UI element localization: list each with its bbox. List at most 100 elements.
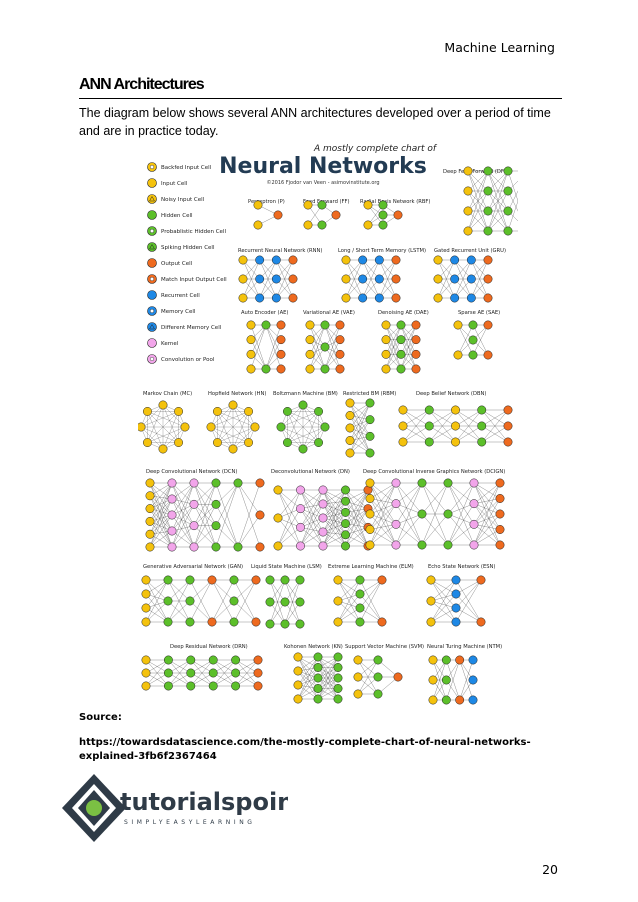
network-node	[288, 293, 298, 303]
network-node	[476, 575, 486, 585]
network-node	[355, 575, 365, 585]
network-diagram: Generative Adversarial Network (GAN)	[141, 564, 261, 627]
network-node	[341, 541, 350, 551]
network-node	[318, 499, 328, 509]
network-node	[141, 589, 151, 599]
network-node	[495, 494, 505, 503]
legend-label: Noisy Input Cell	[161, 197, 205, 203]
network-label: Gated Recurrent Unit (GRU)	[434, 248, 506, 254]
network-node	[468, 335, 478, 345]
network-node	[305, 349, 315, 359]
network-node	[244, 406, 254, 416]
legend-item: Match Input Output Cell	[147, 274, 227, 284]
network-node	[163, 596, 173, 606]
network-node	[255, 478, 265, 488]
svg-text:SIMPLYEASYLEARNING: SIMPLYEASYLEARNING	[124, 819, 256, 826]
network-label: Deep Residual Network (DRN)	[170, 644, 248, 650]
network-node	[365, 478, 375, 488]
network-node	[296, 541, 305, 551]
network-node	[313, 694, 323, 704]
network-node	[185, 617, 195, 627]
network-label: Deep Feed Forward (DFF)	[443, 169, 509, 175]
network-node	[428, 655, 438, 665]
network-node	[317, 220, 327, 230]
network-node	[396, 349, 406, 359]
network-node	[426, 617, 436, 627]
network-node	[483, 186, 493, 196]
legend-label: Spiking Hidden Cell	[161, 245, 215, 251]
network-node	[468, 675, 478, 685]
network-diagram: Deep Convolutional Network (DCN)	[145, 469, 265, 552]
network-node	[293, 652, 303, 662]
network-node	[355, 603, 365, 613]
legend-label: Probablistic Hidden Cell	[161, 229, 226, 235]
legend-label: Memory Cell	[161, 309, 196, 315]
network-node	[163, 668, 173, 678]
network-node	[253, 200, 263, 210]
network-node	[295, 575, 305, 585]
network-node	[163, 681, 173, 691]
network-node	[273, 513, 283, 523]
page-number: 20	[542, 862, 558, 877]
network-node	[261, 320, 271, 330]
network-node	[468, 695, 478, 705]
network-diagram: Deep Feed Forward (DFF)	[443, 166, 518, 236]
network-node	[426, 596, 436, 606]
network-node	[253, 668, 263, 678]
network-node	[298, 444, 308, 454]
network-node	[503, 206, 513, 216]
network-node	[469, 540, 479, 550]
network-node	[373, 672, 383, 682]
network-node	[411, 364, 421, 374]
network-node	[428, 675, 438, 685]
network-node	[411, 320, 421, 330]
network-node	[231, 681, 241, 691]
network-label: Recurrent Neural Network (RNN)	[238, 248, 322, 254]
network-node	[381, 335, 391, 345]
network-node	[495, 478, 505, 488]
legend-item: Convolution or Pool	[147, 354, 215, 364]
network-node	[451, 405, 460, 415]
network-node	[483, 255, 493, 265]
network-node	[391, 519, 401, 529]
network-node	[251, 617, 261, 627]
network-node	[333, 617, 343, 627]
network-node	[451, 617, 461, 627]
network-node	[185, 596, 195, 606]
network-node	[238, 293, 248, 303]
network-node	[363, 220, 373, 230]
network-node	[167, 510, 177, 520]
network-node	[378, 200, 388, 210]
network-node	[443, 540, 453, 550]
legend-item: Noisy Input Cell	[147, 194, 205, 204]
chart-credit: ©2016 Fjodor van Veen - asimovinstitute.…	[266, 179, 379, 186]
network-node	[393, 672, 403, 682]
network-node	[212, 438, 222, 448]
network-node	[483, 320, 493, 330]
network-label: Boltzmann Machine (BM)	[273, 391, 338, 397]
network-node	[341, 519, 350, 529]
network-node	[305, 320, 315, 330]
network-node	[451, 575, 461, 585]
network-node	[451, 603, 461, 613]
network-node	[276, 364, 286, 374]
network-label: Perceptron (P)	[248, 199, 285, 205]
network-node	[305, 364, 315, 374]
network-node	[271, 255, 281, 265]
network-node	[396, 320, 406, 330]
network-node	[145, 478, 155, 488]
network-node	[391, 293, 401, 303]
network-node	[320, 422, 330, 432]
network-node	[313, 673, 323, 683]
network-node	[363, 200, 373, 210]
network-node	[280, 575, 290, 585]
network-node	[238, 255, 248, 265]
network-node	[305, 335, 315, 345]
network-node	[441, 655, 451, 665]
legend-item: Recurrent Cell	[147, 290, 200, 300]
network-node	[250, 422, 260, 432]
source-link[interactable]: https://towardsdatascience.com/the-mostl…	[79, 737, 531, 762]
network-node	[167, 478, 177, 488]
network-diagram: Deep Belief Network (DBN)	[398, 391, 513, 447]
network-node	[167, 494, 177, 504]
